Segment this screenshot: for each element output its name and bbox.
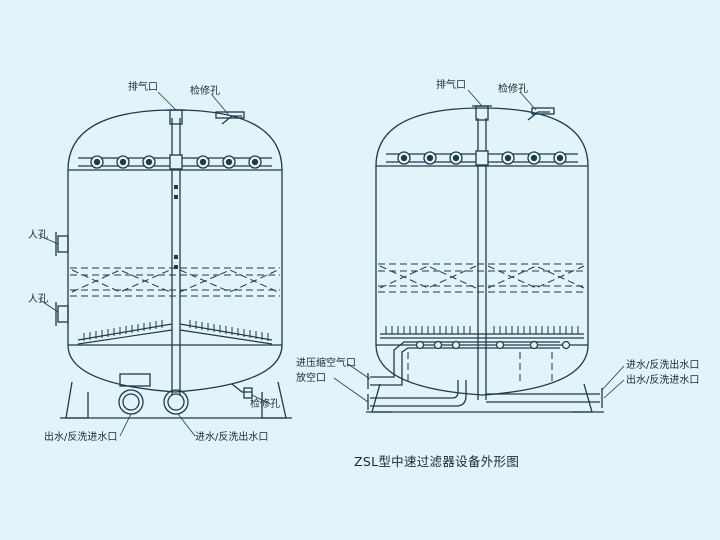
left-distributor-nozzles — [90, 154, 262, 170]
right-collector — [380, 333, 584, 339]
left-outlet-label: 出水/反洗进水口 — [44, 430, 117, 443]
right-collector-spikes — [385, 326, 579, 334]
right-drain-label: 放空口 — [296, 371, 326, 384]
right-media-layers — [378, 263, 586, 382]
left-leaders — [39, 91, 271, 437]
right-inlet-label: 进水/反洗出水口 — [626, 358, 699, 371]
right-air-inlet-label: 进压缩空气口 — [296, 356, 356, 369]
right-inspection-top-label: 检修孔 — [498, 82, 528, 95]
left-inspection-bottom-label: 检修孔 — [250, 397, 280, 410]
right-outlet-pipe — [486, 393, 600, 403]
left-inlet-flange-inner — [167, 393, 185, 411]
left-inlet-label: 进水/反洗出水口 — [195, 430, 268, 443]
left-bottom-inspection-flange — [243, 387, 253, 399]
right-distributor-nozzles — [397, 150, 567, 166]
right-top-inspection-flange — [531, 107, 555, 115]
right-drain-pipe — [370, 380, 467, 407]
left-top-inspection-flange — [215, 111, 245, 119]
right-leaders — [333, 89, 625, 403]
left-riser-marks — [174, 185, 178, 269]
left-inspection-top-label: 检修孔 — [190, 84, 220, 97]
left-manhole-lower — [57, 305, 69, 323]
left-vent-label: 排气口 — [128, 80, 158, 93]
left-outlet-flange-inner — [122, 393, 140, 411]
right-air-nozzles — [415, 340, 571, 350]
right-outlet-label: 出水/反洗进水口 — [626, 373, 699, 386]
left-media-layers — [70, 267, 280, 297]
diagram-caption: ZSL型中速过滤器设备外形图 — [354, 454, 519, 469]
left-manhole-upper-label: 人孔 — [28, 229, 48, 241]
left-bottom-inspection-nozzle — [231, 383, 252, 393]
right-top-inspection-nozzle — [527, 111, 550, 121]
left-outlet-box — [119, 373, 151, 387]
right-vent-label: 排气口 — [436, 78, 466, 91]
left-top-inspection-nozzle — [221, 115, 242, 125]
left-manhole-lower-label: 人孔 — [28, 293, 48, 305]
left-inlet-flange — [163, 389, 189, 415]
left-collector-spikes — [83, 320, 269, 341]
